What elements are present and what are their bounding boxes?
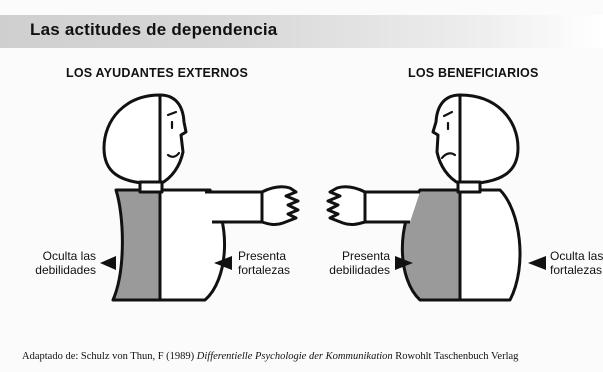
left-label-hidden-line1: Oculta las (42, 249, 96, 263)
left-label-shown: Presenta fortalezas (238, 249, 290, 277)
header-band (0, 15, 603, 48)
right-label-hidden-line1: Oculta las (550, 249, 603, 263)
right-torso-back (458, 188, 522, 302)
right-neck (456, 180, 482, 194)
right-hand (326, 185, 367, 227)
left-torso-back (111, 188, 162, 302)
left-eyebrow (166, 110, 178, 117)
left-label-hidden-line2: debilidades (35, 263, 96, 277)
right-mouth (440, 152, 457, 160)
credit-publisher: Rowohlt Taschenbuch Verlag (395, 351, 519, 362)
arrow-left-hidden (100, 256, 116, 270)
left-head-back (102, 93, 162, 186)
left-arm (205, 190, 264, 224)
left-figure-heading: LOS AYUDANTES EXTERNOS (66, 66, 248, 80)
left-label-hidden: Oculta las debilidades (30, 249, 96, 277)
left-label-shown-line2: fortalezas (238, 263, 291, 277)
left-figure (102, 93, 300, 302)
arrow-right-shown (395, 256, 413, 270)
right-head-back (458, 93, 520, 186)
left-face-details (166, 110, 181, 158)
right-label-hidden: Oculta las fortalezas (550, 249, 603, 277)
right-face-details (440, 110, 457, 160)
credit-prefix: Adaptado de: Schulz von Thun, F (1989) (22, 351, 195, 362)
arrow-left-shown (214, 256, 232, 270)
credit-work-title: Differentielle Psychologie der Kommunika… (196, 351, 393, 362)
left-face (158, 93, 188, 186)
left-neck (138, 180, 164, 194)
right-label-shown: Presenta debilidades (328, 249, 390, 277)
page-title: Las actitudes de dependencia (30, 20, 278, 39)
right-eyebrow (442, 110, 454, 118)
left-label-shown-line1: Presenta (238, 249, 287, 263)
source-credit: Adaptado de: Schulz von Thun, F (1989) D… (22, 351, 518, 362)
right-label-hidden-line2: fortalezas (550, 263, 603, 277)
right-figure-heading: LOS BENEFICIARIOS (408, 66, 539, 80)
right-label-shown-line2: debilidades (329, 263, 390, 277)
right-face (431, 93, 462, 186)
arrow-right-hidden (528, 256, 546, 270)
left-hand (260, 185, 300, 227)
right-figure (326, 93, 522, 302)
left-mouth (166, 151, 181, 158)
right-label-shown-line1: Presenta (341, 249, 390, 263)
